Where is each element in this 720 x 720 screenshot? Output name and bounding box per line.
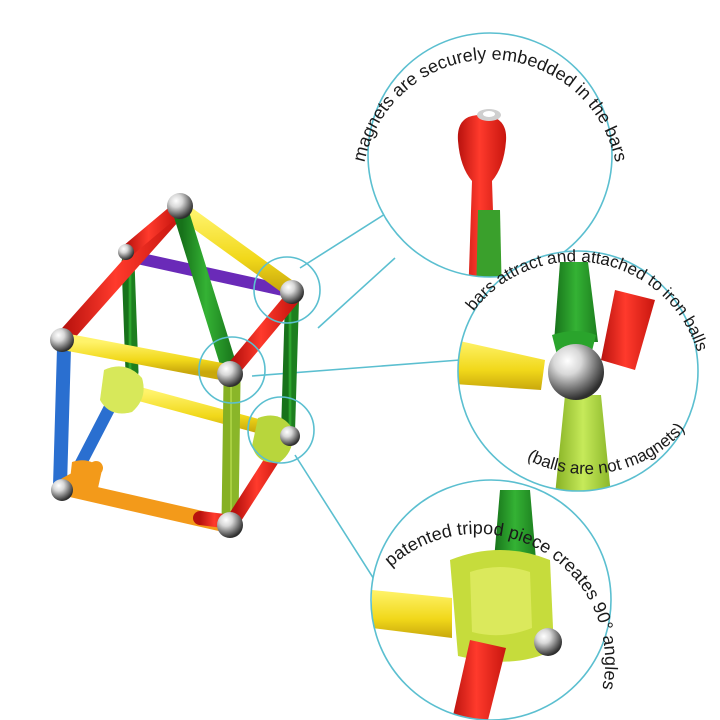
detail-ball-joint: [457, 250, 699, 492]
magnifier-rings: [198, 256, 321, 464]
detail-magnet-bar: [367, 32, 613, 278]
detail-tripod: [370, 479, 612, 720]
magnetic-structure: [50, 193, 304, 538]
